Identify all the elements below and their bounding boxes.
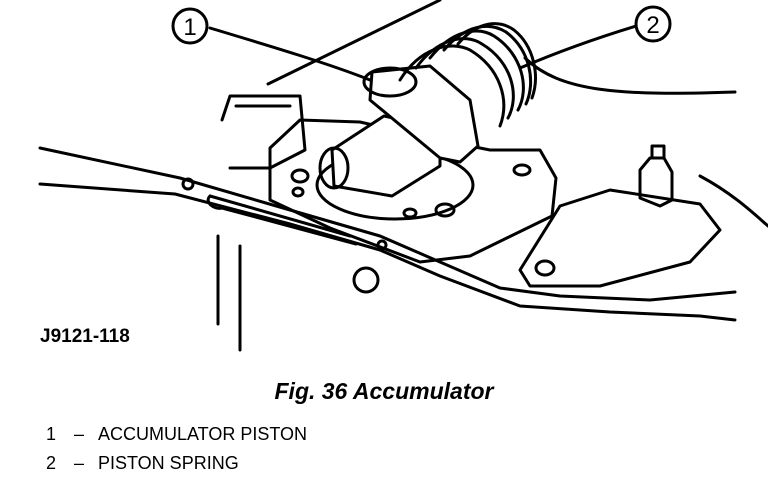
fastener — [181, 177, 195, 191]
callout-2: 2 — [634, 5, 672, 43]
mounting-hole — [291, 186, 305, 198]
legend-number: 1 — [46, 424, 57, 444]
callout-leader-1 — [208, 26, 372, 82]
mounting-hole — [534, 259, 556, 277]
legend-item: 2–PISTON SPRING — [46, 449, 307, 478]
mounting-hole — [402, 207, 418, 219]
callout-2-number: 2 — [646, 12, 659, 39]
legend: 1–ACCUMULATOR PISTON 2–PISTON SPRING — [46, 420, 307, 478]
plug — [352, 266, 380, 294]
fitting — [650, 144, 666, 160]
callout-1-number: 1 — [183, 14, 196, 41]
callout-leader-2 — [518, 24, 638, 70]
piston-stem-end — [318, 146, 350, 190]
housing-edge-line — [523, 56, 737, 95]
valve-bracket — [518, 188, 722, 288]
mounting-hole — [512, 163, 532, 177]
legend-number: 2 — [46, 453, 57, 473]
piston-spring — [398, 22, 537, 128]
piston-head-top — [362, 66, 418, 98]
piston-head — [368, 64, 480, 164]
housing-edge-line — [698, 174, 768, 228]
mounting-hole — [434, 202, 456, 218]
callout-1: 1 — [171, 7, 209, 45]
accumulator-housing — [268, 118, 558, 264]
accumulator-illustration: 1 2 — [38, 0, 768, 352]
casting-boss — [220, 94, 307, 170]
mounting-hole — [290, 168, 310, 184]
reference-code: J9121-118 — [40, 326, 130, 347]
fastener — [376, 239, 388, 251]
legend-separator: – — [74, 424, 85, 444]
legend-label: PISTON SPRING — [98, 453, 239, 473]
legend-label: ACCUMULATOR PISTON — [98, 424, 308, 444]
figure-caption: Fig. 36 Accumulator — [274, 378, 494, 404]
valve-body-plate — [208, 194, 352, 238]
valve-body-plate — [38, 146, 737, 302]
legend-separator: – — [74, 453, 85, 473]
valve-body-plate — [38, 182, 737, 322]
valve-body-plate — [220, 206, 358, 246]
valve-body-plate — [206, 194, 224, 210]
legend-item: 1–ACCUMULATOR PISTON — [46, 420, 307, 449]
housing-edge-line — [266, 0, 442, 86]
